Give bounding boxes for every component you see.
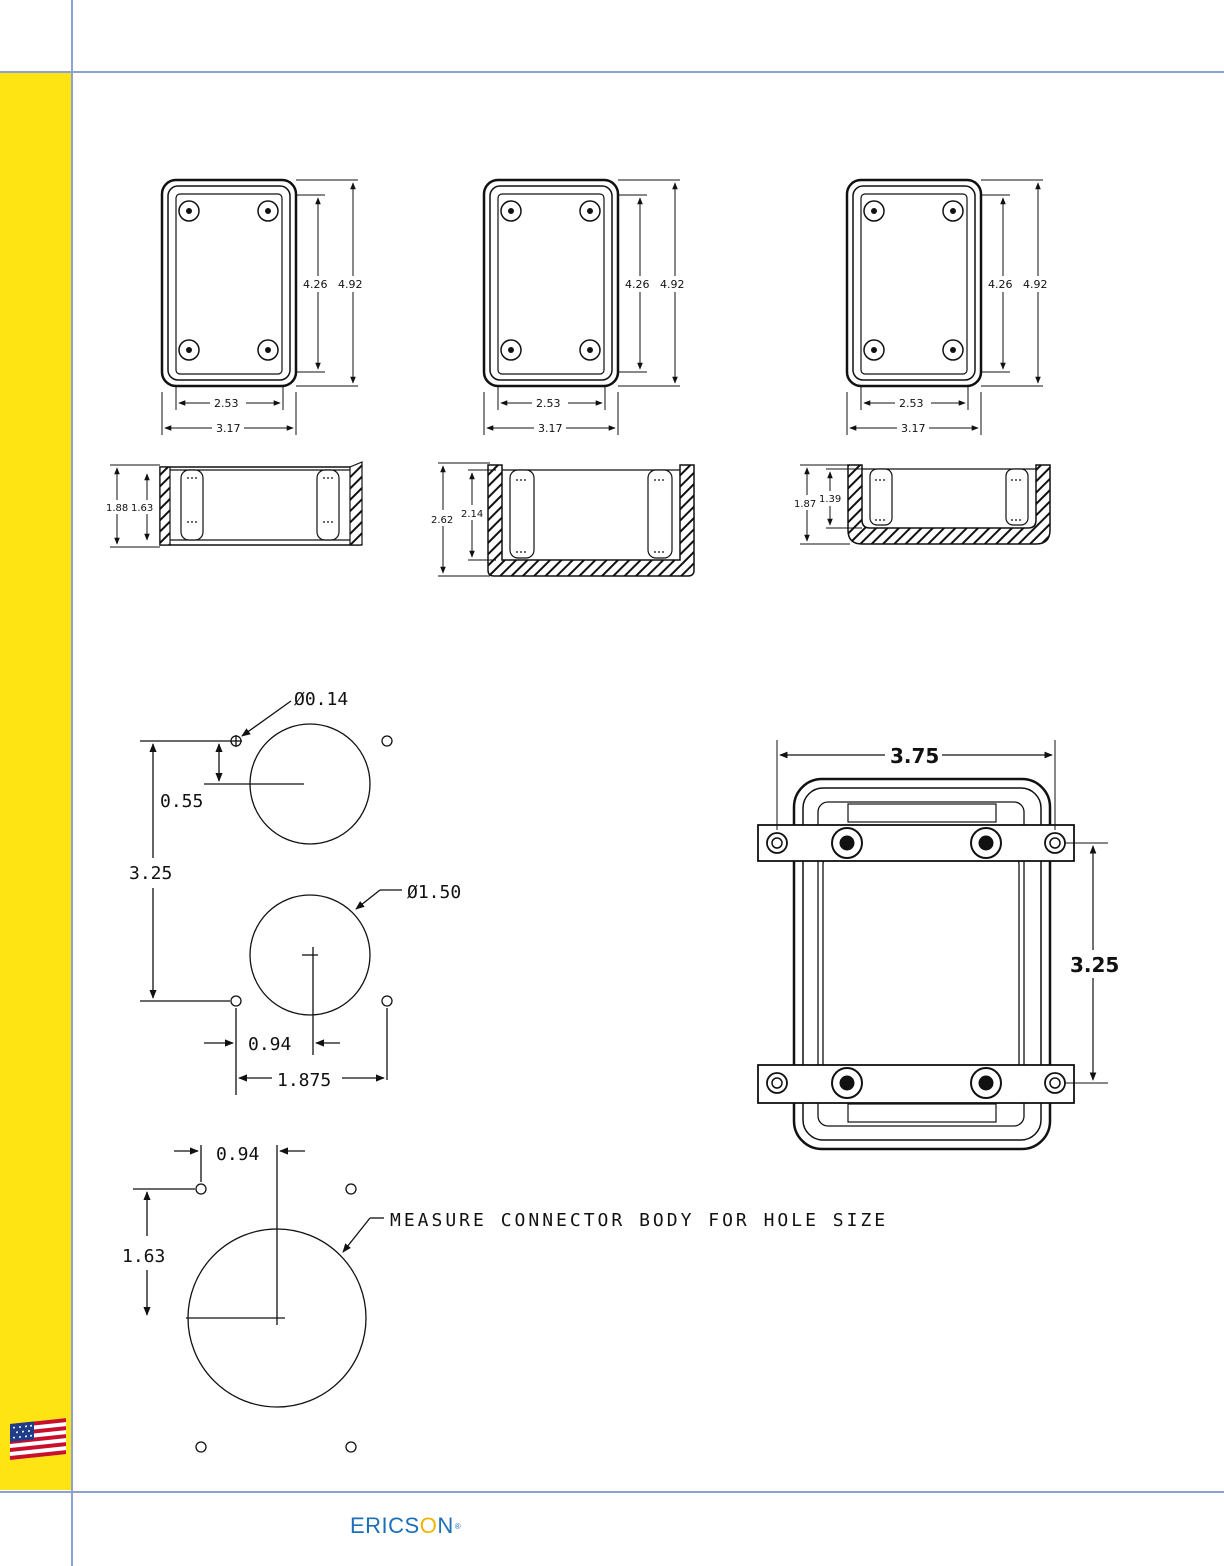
dim-inner-width-c: 2.53 (899, 397, 924, 410)
dim-inner-width-a: 2.53 (214, 397, 239, 410)
section-view-b (487, 464, 695, 577)
dim-outer-height-a: 4.92 (338, 278, 363, 291)
logo-text-part1: ERICS (350, 1513, 420, 1538)
section-view-c (847, 464, 1051, 545)
logo-registered-mark: ® (454, 1521, 462, 1531)
hole-pattern-drawing (140, 700, 402, 1095)
dim-side-b-inner: 2.14 (461, 509, 483, 520)
footer-rule (0, 1491, 1224, 1493)
dim-large-hole-diameter: Ø1.50 (407, 882, 461, 903)
connector-pattern-drawing (133, 1145, 384, 1453)
dim-connector-offset-x: 0.94 (216, 1144, 259, 1165)
dim-hole-offset-y: 0.55 (160, 791, 203, 812)
dim-hole-spacing-x: 1.875 (277, 1070, 331, 1091)
dim-inner-height-a: 4.26 (303, 278, 328, 291)
section-c-dimension-lines (800, 464, 862, 545)
logo-text-part2: N (437, 1513, 454, 1538)
dim-outer-width-a: 3.17 (216, 422, 241, 435)
dim-flange-hole-spacing: 3.25 (1070, 953, 1119, 977)
top-view-dimension-lines (161, 179, 1043, 435)
dim-side-b-outer: 2.62 (431, 515, 453, 526)
top-view-c (847, 180, 981, 386)
yellow-side-band (0, 72, 71, 1490)
dim-connector-offset-y: 1.63 (122, 1246, 165, 1267)
us-flag-icon (10, 1418, 66, 1460)
dim-inner-height-b: 4.26 (625, 278, 650, 291)
dim-hole-spacing-y: 3.25 (129, 863, 172, 884)
dim-inner-height-c: 4.26 (988, 278, 1013, 291)
dim-outer-width-b: 3.17 (538, 422, 563, 435)
dim-outer-width-c: 3.17 (901, 422, 926, 435)
dim-side-a-inner: 1.63 (131, 503, 153, 514)
flange-mount-drawing (757, 740, 1108, 1151)
dim-outer-height-b: 4.92 (660, 278, 685, 291)
dim-side-c-outer: 1.87 (794, 499, 816, 510)
dim-flange-width: 3.75 (890, 744, 939, 768)
section-b-dimension-lines (438, 462, 496, 577)
top-view-b (484, 180, 618, 386)
top-view-a (162, 180, 296, 386)
section-a-dimension-lines (110, 464, 160, 548)
connector-note: MEASURE CONNECTOR BODY FOR HOLE SIZE (390, 1210, 888, 1231)
dim-small-hole-diameter: Ø0.14 (294, 689, 348, 710)
header-rule (0, 71, 1224, 73)
left-margin-rule (71, 0, 73, 1566)
section-view-a (159, 461, 363, 546)
dim-hole-offset-x: 0.94 (248, 1034, 291, 1055)
dim-side-a-outer: 1.88 (106, 503, 128, 514)
dim-inner-width-b: 2.53 (536, 397, 561, 410)
dim-side-c-inner: 1.39 (819, 494, 841, 505)
logo-sun-letter: O (419, 1513, 438, 1538)
dim-outer-height-c: 4.92 (1023, 278, 1048, 291)
